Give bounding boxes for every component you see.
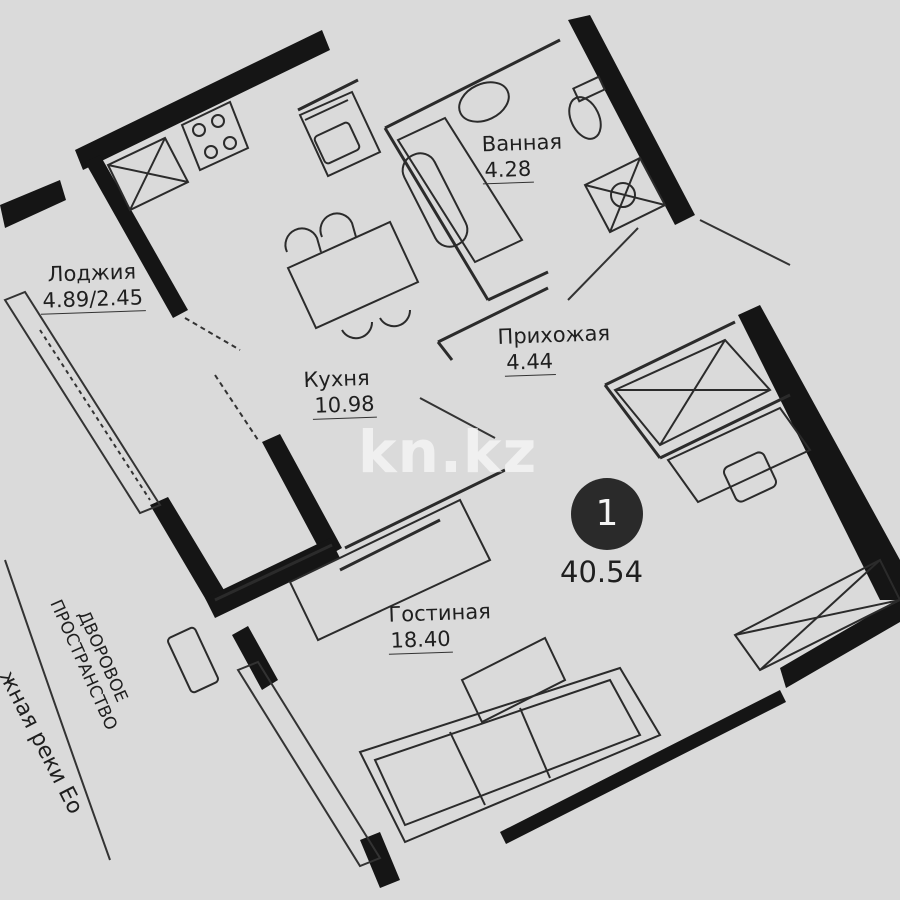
river-boundary [4,559,111,861]
living-wardrobe-icon [733,558,900,672]
room-hallway-name: Прихожая [497,321,611,349]
wardrobe-icon [613,338,772,447]
room-bathroom: Ванная 4.28 [481,129,564,185]
sofa-icon [358,666,662,844]
total-area: 40.54 [560,555,644,589]
room-kitchen-area: 10.98 [311,390,378,420]
chair-icon [284,212,412,340]
walls [0,15,900,888]
coffee-table [460,636,567,724]
stove-icon [180,100,250,172]
bench-icon [167,626,219,694]
rooms-count-badge: 1 [571,478,643,550]
room-loggia-name: Лоджия [47,259,137,287]
room-hallway: Прихожая 4.44 [497,320,611,377]
room-kitchen-name: Кухня [303,365,371,393]
desk-chair-icon [723,451,777,503]
door-swings [184,219,791,441]
room-hallway-area: 4.44 [503,347,556,377]
room-loggia: Лоджия 4.89/2.45 [39,258,146,315]
dining-table [286,220,420,330]
room-kitchen: Кухня 10.98 [297,365,378,421]
tv-unit [288,498,492,642]
room-living: Гостиная 18.40 [387,598,493,655]
room-bathroom-area: 4.28 [482,155,534,185]
loggia-glazing [3,290,382,868]
watermark: kn.kz [358,418,538,486]
sink-icon [298,90,382,178]
room-living-area: 18.40 [388,625,454,655]
bathtub-icon [396,116,524,264]
partitions [214,38,791,602]
vent-shaft-icon [583,156,667,234]
kitchen-cabinet [106,136,190,212]
room-bathroom-name: Ванная [481,129,563,157]
room-loggia-area: 4.89/2.45 [40,284,146,315]
toilet-icon [568,75,606,140]
desk-icon [666,406,812,504]
washbasin-icon [458,81,510,123]
room-living-name: Гостиная [388,599,492,627]
